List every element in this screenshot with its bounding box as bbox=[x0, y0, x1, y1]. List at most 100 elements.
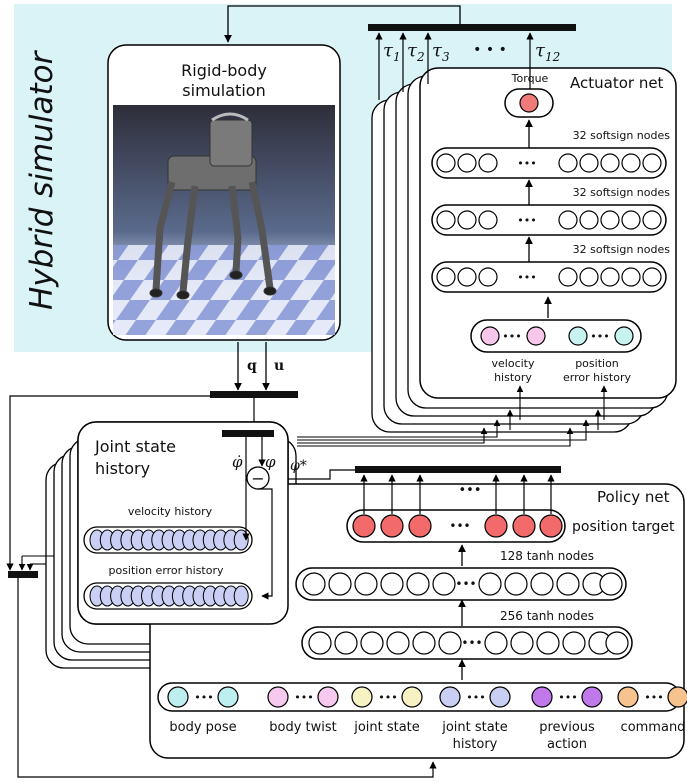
position-target-node bbox=[539, 514, 563, 538]
position-target-node bbox=[484, 514, 508, 538]
policy-input-dots: ••• bbox=[466, 691, 485, 704]
policy-node bbox=[478, 572, 502, 596]
policy-node bbox=[386, 631, 410, 655]
policy-input-label: joint state bbox=[441, 720, 508, 735]
velocity-history-label-front: velocity history bbox=[128, 505, 213, 518]
policy-input-label: body twist bbox=[269, 720, 337, 735]
policy-node bbox=[328, 572, 352, 596]
policy-input-label-line2: history bbox=[453, 737, 498, 752]
policy-input-node bbox=[401, 686, 423, 708]
policy-input-node bbox=[167, 686, 189, 708]
position-input-node-last bbox=[614, 326, 634, 346]
tau-dots: • • • bbox=[473, 42, 507, 58]
actuator-node bbox=[600, 210, 620, 230]
policy-node bbox=[354, 572, 378, 596]
actuator-node bbox=[579, 153, 599, 173]
actuator-node bbox=[558, 267, 578, 287]
position-input-node-first bbox=[568, 326, 588, 346]
actuator-node bbox=[457, 210, 477, 230]
robot-render-image bbox=[113, 105, 335, 335]
tau-12: τ12 bbox=[535, 40, 560, 64]
policy-node bbox=[530, 572, 554, 596]
policy-net-title: Policy net bbox=[597, 488, 670, 506]
actuator-node bbox=[621, 153, 641, 173]
policy-node bbox=[406, 572, 430, 596]
actuator-node bbox=[558, 153, 578, 173]
actuator-node bbox=[436, 153, 456, 173]
history-node bbox=[233, 585, 249, 607]
state-bus-bar bbox=[210, 391, 298, 398]
policy-node bbox=[562, 631, 586, 655]
policy-input-label: command bbox=[621, 720, 686, 735]
actuator-net-title: Actuator net bbox=[570, 74, 664, 92]
policy-input-node bbox=[617, 686, 639, 708]
actuator-node bbox=[579, 267, 599, 287]
position-target-node bbox=[408, 514, 432, 538]
actuator-node bbox=[600, 267, 620, 287]
rigid-body-title-line1: Rigid-body bbox=[181, 61, 267, 80]
q-label: q bbox=[247, 358, 257, 374]
actuator-node bbox=[642, 210, 662, 230]
rigid-body-simulation: Rigid-body simulation bbox=[107, 44, 341, 341]
policy-node bbox=[484, 631, 508, 655]
policy-input-node bbox=[267, 686, 289, 708]
tau-2: τ2 bbox=[407, 40, 425, 64]
policy-node bbox=[302, 572, 326, 596]
position-error-label-2: error history bbox=[563, 371, 631, 384]
policy-node bbox=[504, 572, 528, 596]
policy-input-node bbox=[317, 686, 339, 708]
policy-node bbox=[438, 631, 462, 655]
policy-input-dots: ••• bbox=[194, 691, 213, 704]
actuator-node bbox=[457, 267, 477, 287]
tanh-256-label: 256 tanh nodes bbox=[500, 609, 594, 623]
actuator-node bbox=[600, 153, 620, 173]
policy-node bbox=[599, 572, 623, 596]
actuator-layer-dots: ••• bbox=[517, 271, 536, 284]
joint-state-front bbox=[77, 421, 289, 625]
actuator-node bbox=[478, 267, 498, 287]
actuator-node bbox=[478, 153, 498, 173]
position-target-node bbox=[352, 514, 376, 538]
position-target-node bbox=[512, 514, 536, 538]
policy-input-node bbox=[217, 686, 239, 708]
position-target-dots: ••• bbox=[449, 519, 470, 533]
policy-layer-dots: ••• bbox=[461, 636, 482, 650]
policy-input-dots: ••• bbox=[644, 691, 663, 704]
joint-state-title-2-front: history bbox=[95, 459, 150, 478]
position-target-box bbox=[346, 509, 566, 543]
policy-input-label: body pose bbox=[169, 720, 236, 735]
policy-node bbox=[432, 572, 456, 596]
phi-star-label: φ* bbox=[290, 458, 307, 474]
actuator-layer-label-2: 32 softsign nodes bbox=[573, 186, 671, 199]
actuator-layer-label-3: 32 softsign nodes bbox=[573, 243, 671, 256]
left-bus-bar bbox=[8, 571, 38, 578]
policy-input-dots: ••• bbox=[558, 691, 577, 704]
policy-layer-dots: ••• bbox=[455, 577, 476, 591]
actuator-layer-label-1: 32 softsign nodes bbox=[573, 129, 671, 142]
tau-1: τ1 bbox=[383, 40, 401, 64]
joint-state-bus-bar-front bbox=[222, 430, 274, 437]
rigid-body-title-line2: simulation bbox=[182, 81, 265, 100]
policy-node bbox=[510, 631, 534, 655]
policy-input-node bbox=[351, 686, 373, 708]
policy-input-node bbox=[439, 686, 461, 708]
policy-bus-dots: ••• bbox=[458, 483, 481, 498]
policy-input-label: previous bbox=[539, 720, 595, 735]
tanh-128-label: 128 tanh nodes bbox=[500, 549, 594, 563]
policy-input-node bbox=[581, 686, 603, 708]
torque-bus-bar bbox=[368, 24, 576, 31]
phi-dot-label-front: φ̇ bbox=[232, 453, 243, 471]
policy-node bbox=[412, 631, 436, 655]
policy-node bbox=[380, 572, 404, 596]
actuator-input-box bbox=[470, 319, 642, 353]
actuator-layer-dots: ••• bbox=[517, 157, 536, 170]
actuator-node bbox=[621, 210, 641, 230]
tau-3: τ3 bbox=[432, 40, 450, 64]
actuator-node bbox=[478, 210, 498, 230]
policy-input-node bbox=[667, 686, 687, 708]
actuator-node bbox=[579, 210, 599, 230]
policy-node bbox=[360, 631, 384, 655]
velocity-input-node-last bbox=[526, 326, 546, 346]
policy-input-dots: ••• bbox=[294, 691, 313, 704]
position-error-label-1: position bbox=[575, 357, 619, 370]
